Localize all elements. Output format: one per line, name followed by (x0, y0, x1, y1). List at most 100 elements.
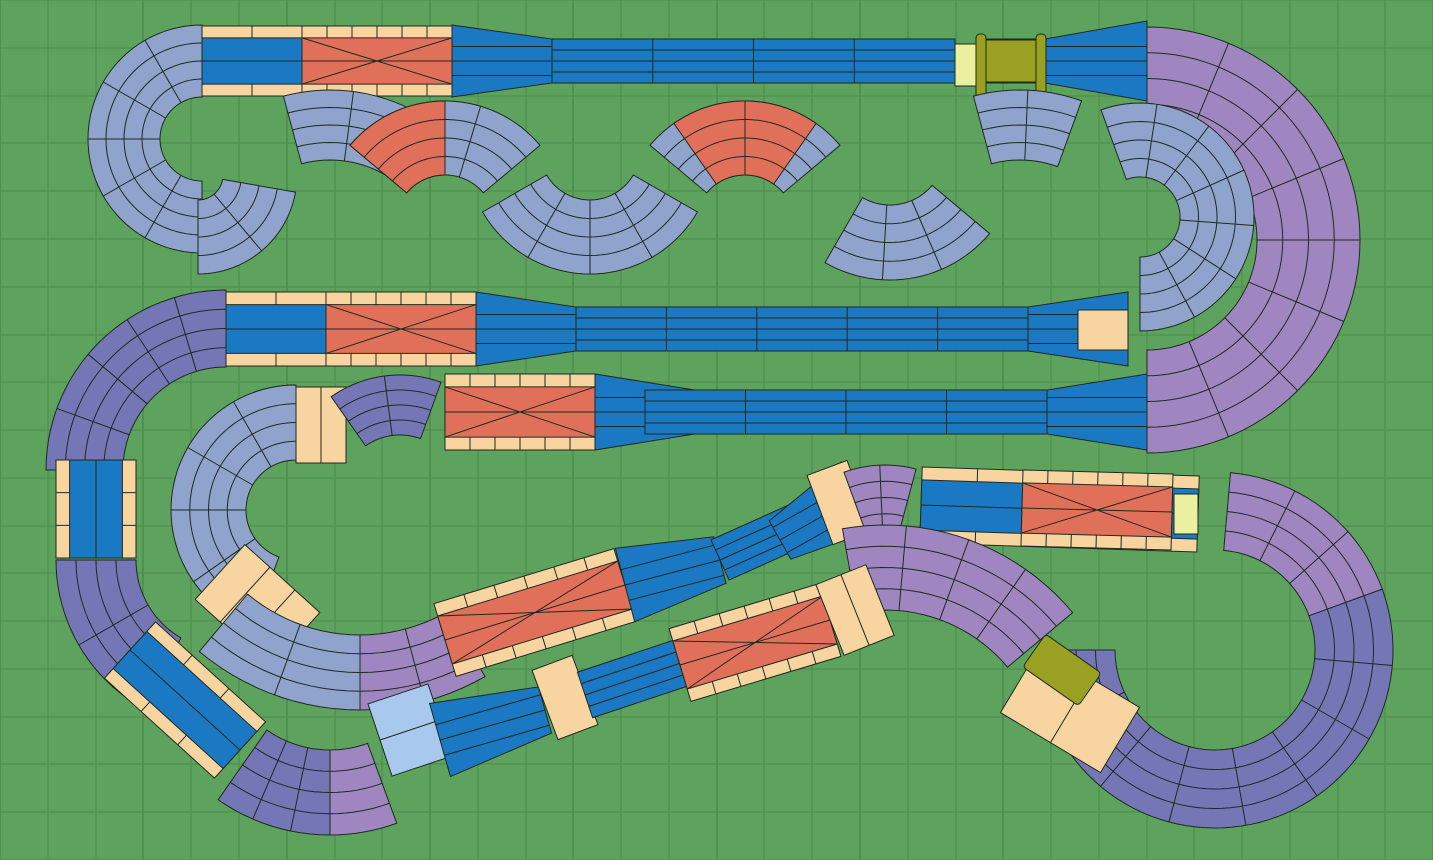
lane-line (624, 559, 721, 586)
lane-line (230, 781, 331, 815)
segment-divider (78, 604, 149, 646)
segment-divider (1173, 238, 1237, 280)
curve-piece (87, 24, 203, 140)
lane-line (377, 137, 446, 170)
lane-line (141, 138, 203, 200)
segment-divider (1224, 89, 1298, 163)
curve-piece (841, 524, 1074, 668)
lap-counter-bridge (979, 39, 1045, 83)
track-pieces (45, 20, 1394, 836)
segment-divider (898, 525, 907, 611)
segment-divider (1289, 531, 1349, 584)
lane-line (1113, 139, 1218, 295)
segment-divider (976, 569, 1026, 640)
segment-divider (126, 319, 170, 385)
segment-divider (1100, 726, 1152, 787)
lane-line (392, 156, 446, 182)
segment-divider (1024, 90, 1029, 161)
curve-piece (1100, 102, 1255, 332)
lane-line (620, 544, 717, 571)
segment-divider (103, 81, 166, 119)
lane-line (1227, 511, 1347, 603)
lane-line (254, 747, 331, 772)
curve-piece (1036, 588, 1394, 829)
lane-line (117, 328, 227, 380)
segment-divider (1314, 658, 1393, 667)
lane-line (581, 648, 687, 685)
lane-line (379, 719, 441, 741)
segment-divider (879, 465, 884, 531)
segment-divider (56, 407, 130, 436)
lane-line (226, 440, 297, 511)
segment-divider (1168, 746, 1190, 823)
lane-line (852, 197, 947, 225)
lap-counter-post (975, 33, 987, 101)
segment-divider (614, 193, 653, 258)
lane-line (588, 670, 694, 707)
segment-divider (290, 747, 309, 832)
segment-divider (881, 204, 888, 280)
curve-piece (217, 729, 331, 836)
lane-line (123, 60, 203, 140)
curve-piece (330, 374, 442, 447)
lane-line (189, 403, 297, 511)
lane-line (1107, 121, 1236, 313)
segment-divider (458, 106, 482, 178)
segment-divider (383, 375, 393, 436)
segment-divider (1259, 490, 1296, 561)
segment-divider (1163, 125, 1210, 186)
lane-line (329, 802, 390, 815)
curve-piece (87, 138, 203, 254)
segment-divider (1231, 748, 1247, 826)
curve-piece (170, 384, 297, 511)
lane-line (843, 209, 962, 243)
lane-line (435, 694, 541, 726)
segment-divider (1248, 158, 1344, 199)
segment-divider (233, 401, 272, 467)
segment-divider (1176, 169, 1245, 202)
lane-line (102, 308, 227, 368)
segment-divider (144, 175, 182, 238)
curve-piece (349, 100, 446, 194)
lane-line (141, 78, 203, 140)
segment-divider (213, 193, 263, 252)
lane-line (1021, 507, 1173, 513)
lane-line (1228, 491, 1365, 596)
taper-piece (614, 536, 727, 623)
lane-line (628, 574, 725, 601)
segment-divider (103, 159, 166, 197)
segment-divider (1248, 281, 1344, 322)
lane-line (584, 659, 691, 696)
segment-divider (1271, 731, 1318, 797)
lane-line (105, 42, 203, 140)
segment-divider (527, 193, 566, 258)
segment-divider (1145, 104, 1158, 178)
segment-divider (1179, 219, 1254, 227)
lane-line (131, 347, 227, 392)
lane-line (1119, 158, 1199, 276)
curve-piece (198, 593, 361, 711)
lane-line (1225, 530, 1328, 610)
lane-line (444, 584, 626, 641)
lane-line (123, 138, 203, 218)
segment-divider (1301, 699, 1370, 740)
lane-line (834, 221, 976, 262)
segment-divider (1188, 341, 1229, 437)
lane-line (679, 619, 831, 666)
lane-line (439, 709, 546, 741)
segment-divider (252, 740, 287, 820)
segment-divider (911, 200, 942, 270)
lane-line (363, 119, 446, 158)
segment-divider (840, 574, 870, 646)
lap-counter-post (1035, 33, 1047, 101)
lane-line (208, 422, 297, 511)
segment-divider (1158, 251, 1195, 318)
curve-piece (824, 184, 991, 281)
lane-line (242, 764, 331, 793)
lane-line (105, 138, 203, 236)
segment-divider (144, 40, 182, 103)
segment-divider (1224, 317, 1298, 391)
segment-divider (274, 624, 301, 696)
lane-line (129, 649, 241, 751)
